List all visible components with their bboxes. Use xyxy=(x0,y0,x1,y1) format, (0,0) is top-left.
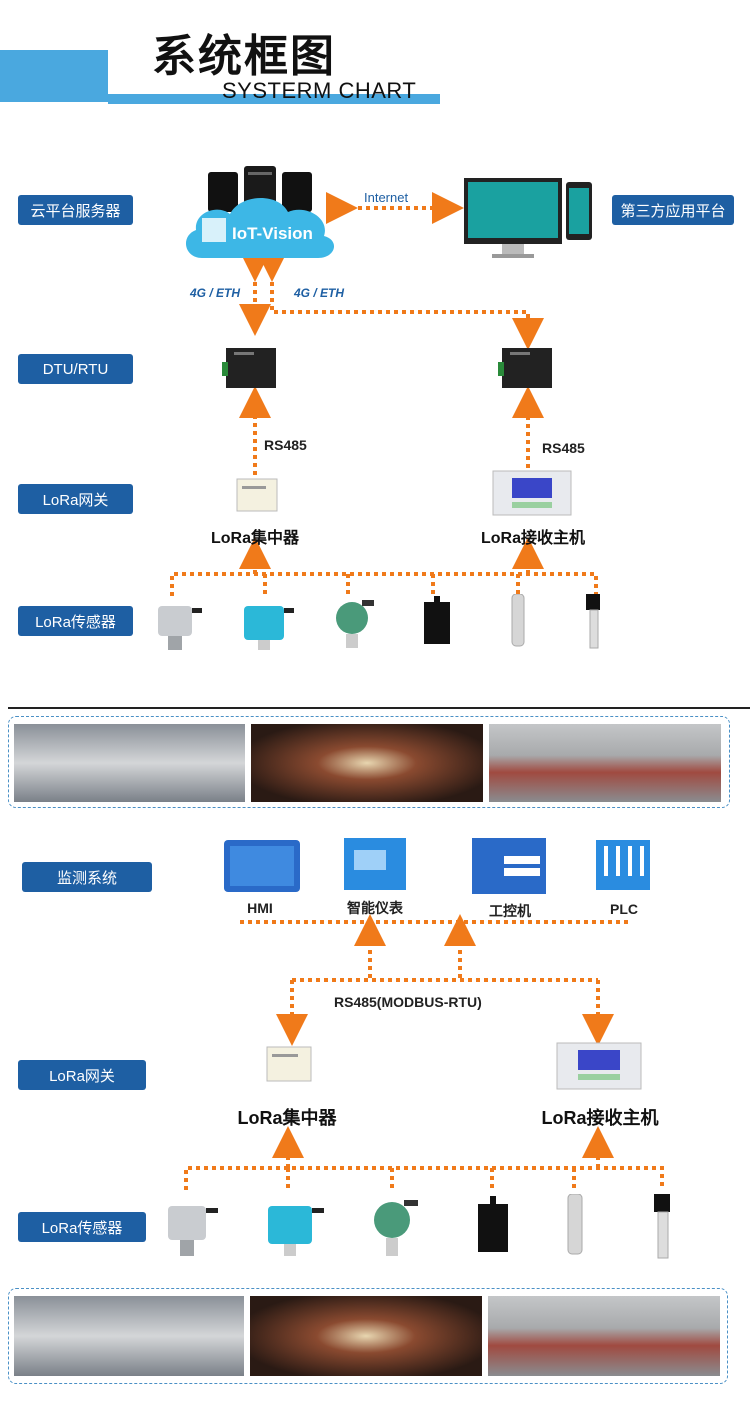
application-photos-bottom xyxy=(8,1288,728,1384)
pressure-transmitter-icon xyxy=(582,594,608,657)
cloud-name: IoT-Vision xyxy=(232,224,313,243)
monitor-icon xyxy=(462,178,602,271)
photo-cable-tunnel xyxy=(14,724,245,802)
system-label-meter: 智能仪表 xyxy=(347,900,403,916)
temp-humidity-sensor-icon-2 xyxy=(474,1196,514,1263)
internet-label: Internet xyxy=(364,190,409,205)
plc-icon xyxy=(594,838,652,897)
cloud-icon xyxy=(180,190,340,267)
photo-pipe-tunnel-dark xyxy=(251,724,483,802)
concentrator-label-2: LoRa集中器 xyxy=(237,1108,337,1128)
header-underline-bar xyxy=(108,94,440,104)
layer-label-gateway-2: LoRa网关 xyxy=(18,1060,146,1090)
layer-label-dtu: DTU/RTU xyxy=(18,354,133,384)
photo-pipe-tunnel-light-2 xyxy=(488,1296,720,1376)
dtu-device-left xyxy=(222,344,280,397)
photo-pipe-tunnel-dark-2 xyxy=(250,1296,482,1376)
concentrator-device-2 xyxy=(266,1046,312,1087)
page-subtitle: SYSTERM CHART xyxy=(222,78,417,103)
header-accent-bar xyxy=(0,50,108,102)
temp-humidity-sensor-icon xyxy=(420,596,456,655)
layer-label-sensor-2: LoRa传感器 xyxy=(18,1212,146,1242)
layer-label-cloud: 云平台服务器 xyxy=(18,195,133,225)
receiver-label-2: LoRa接收主机 xyxy=(541,1108,659,1128)
gas-sensor-cyan-icon xyxy=(240,600,294,657)
photo-cable-tunnel-2 xyxy=(14,1296,244,1376)
photo-pipe-tunnel-light xyxy=(489,724,721,802)
layer-label-gateway: LoRa网关 xyxy=(18,484,133,514)
level-sensor-icon xyxy=(508,593,528,655)
gas-sensor-icon-2 xyxy=(162,1200,218,1265)
layer-label-sensor: LoRa传感器 xyxy=(18,606,133,636)
concentrator-device xyxy=(236,478,278,517)
industrial-pc-icon xyxy=(470,836,548,901)
gas-sensor-cyan-icon-2 xyxy=(264,1200,324,1265)
hmi-icon xyxy=(222,838,302,899)
system-label-ipc: 工控机 xyxy=(489,903,531,919)
explosion-proof-sensor-icon xyxy=(332,598,376,655)
level-sensor-icon-2 xyxy=(564,1193,586,1263)
dtu-device-right xyxy=(498,344,556,397)
receiver-label: LoRa接收主机 xyxy=(480,530,585,547)
third-party-label: 第三方应用平台 xyxy=(612,195,734,225)
rs485-label-left: RS485 xyxy=(264,437,307,453)
gas-sensor-icon xyxy=(152,600,202,657)
layer-label-monitor: 监测系统 xyxy=(22,862,152,892)
link-label-right: 4G / ETH xyxy=(294,286,345,300)
link-label-left: 4G / ETH xyxy=(190,286,241,300)
explosion-proof-sensor-icon-2 xyxy=(370,1198,420,1265)
rs485-label-right: RS485 xyxy=(542,440,585,456)
application-photos-top xyxy=(8,716,730,808)
system-label-plc: PLC xyxy=(610,901,638,917)
bus-label: RS485(MODBUS-RTU) xyxy=(334,994,482,1010)
system-label-hmi: HMI xyxy=(247,900,273,916)
concentrator-label: LoRa集中器 xyxy=(210,530,299,547)
page-title: 系统框图 xyxy=(152,31,336,82)
receiver-device xyxy=(492,470,572,521)
smart-meter-icon xyxy=(342,836,408,897)
receiver-device-2 xyxy=(556,1042,642,1095)
pressure-transmitter-icon-2 xyxy=(650,1194,678,1269)
